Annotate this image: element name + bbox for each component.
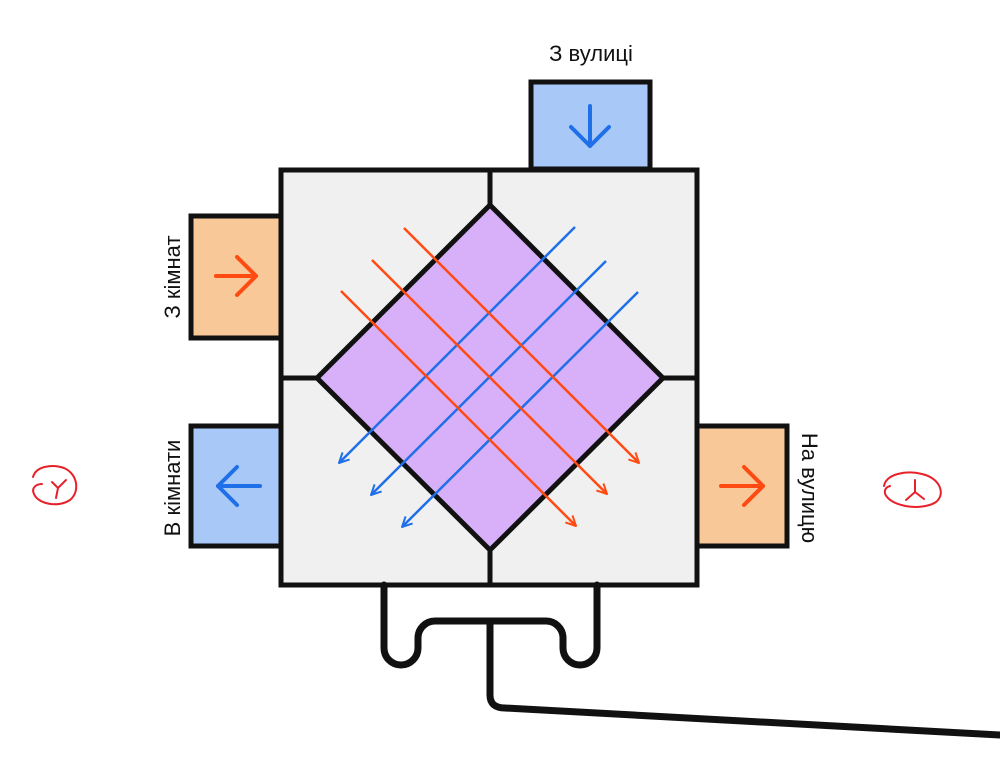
arrow-right-icon bbox=[214, 255, 258, 297]
warm-flow-line bbox=[403, 227, 639, 463]
arrow-down-icon bbox=[569, 104, 611, 148]
duct-to-rooms bbox=[188, 423, 285, 549]
annotation-mark-right bbox=[883, 471, 942, 508]
arrow-left-icon bbox=[216, 465, 262, 507]
warm-flow-line bbox=[371, 259, 607, 494]
label-to-street: На вулицю bbox=[797, 433, 822, 543]
annotation-mark-left bbox=[32, 465, 78, 506]
duct-from-rooms bbox=[188, 213, 285, 341]
duct-to-street bbox=[694, 423, 790, 549]
duct-from-street bbox=[528, 79, 653, 172]
cold-flow-line bbox=[402, 291, 639, 527]
arrow-right-icon bbox=[719, 465, 765, 507]
label-to-rooms: В кімнати bbox=[160, 440, 185, 537]
label-from-rooms: З кімнат bbox=[160, 235, 185, 318]
cold-flow-line bbox=[371, 260, 607, 495]
warm-flow-line bbox=[340, 290, 576, 526]
label-from-street: З вулиці bbox=[549, 41, 633, 66]
warm-airflow-lines bbox=[340, 227, 639, 526]
condensate-drain bbox=[380, 581, 1000, 739]
